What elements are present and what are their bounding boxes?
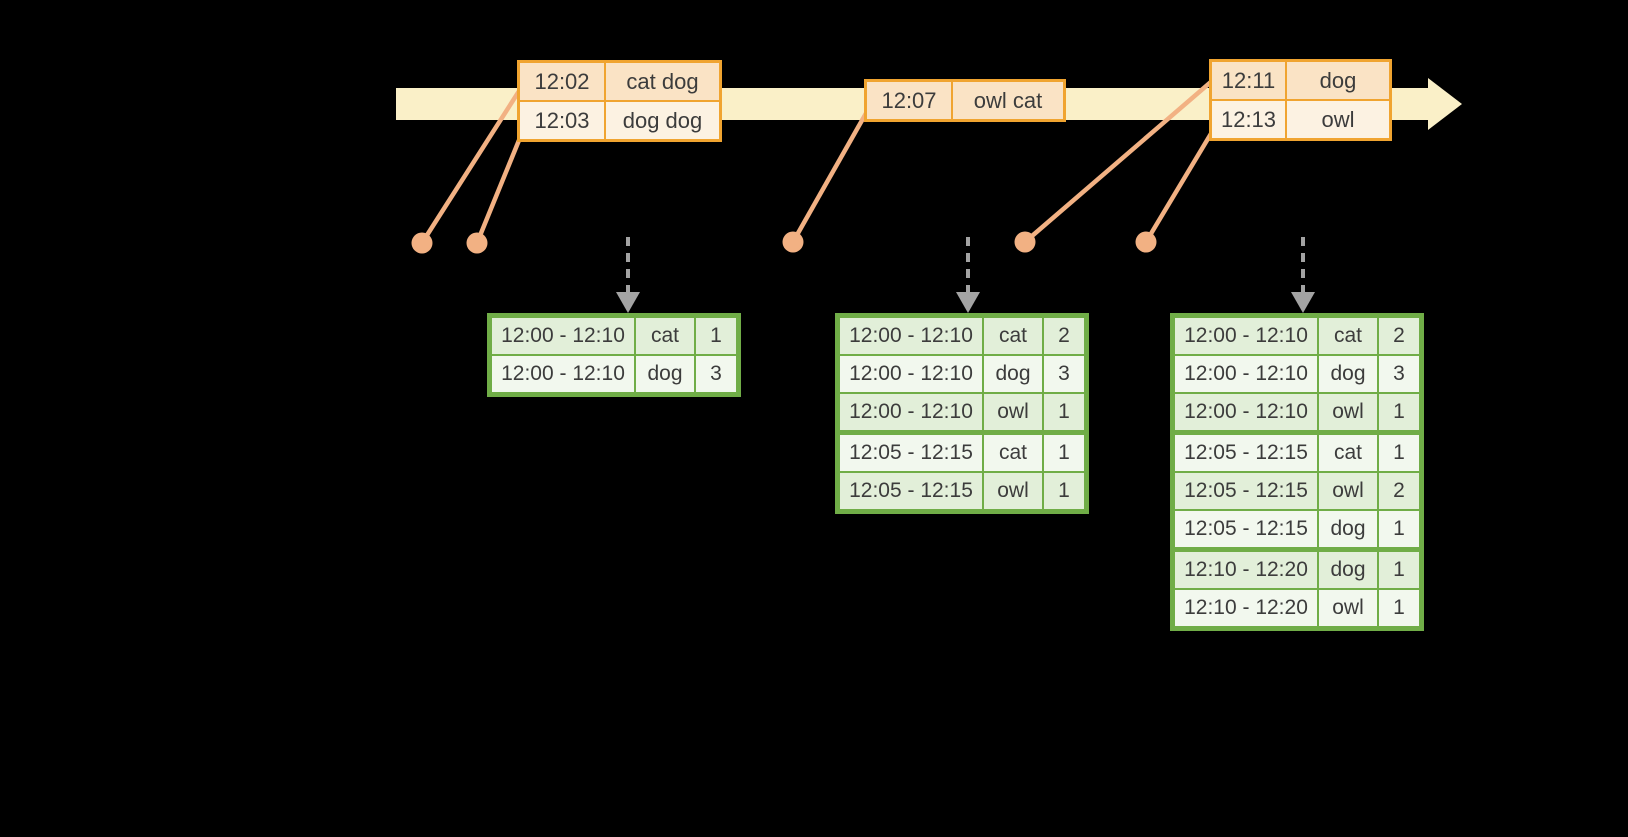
word-cell: dog <box>1319 511 1379 547</box>
count-cell: 1 <box>1379 435 1419 471</box>
count-cell: 1 <box>1379 552 1419 588</box>
event-connector-line <box>420 86 523 245</box>
word-cell: owl <box>984 394 1044 430</box>
event-dot-icon <box>1135 231 1157 253</box>
window-cell: 12:00 - 12:10 <box>1175 394 1319 430</box>
event-time-cell: 12:13 <box>1212 101 1287 138</box>
event-connector-line <box>474 127 527 244</box>
event-words-cell: cat dog <box>606 63 719 100</box>
word-cell: cat <box>636 318 696 354</box>
window-cell: 12:05 - 12:15 <box>840 473 984 509</box>
window-cell: 12:00 - 12:10 <box>492 356 636 392</box>
count-cell: 3 <box>1379 356 1419 392</box>
count-cell: 1 <box>1044 473 1084 509</box>
event-words-cell: dog <box>1287 62 1389 99</box>
word-cell: cat <box>1319 435 1379 471</box>
window-cell: 12:05 - 12:15 <box>1175 435 1319 471</box>
word-cell: owl <box>1319 394 1379 430</box>
event-dot-icon <box>1014 231 1036 253</box>
count-cell: 3 <box>1044 356 1084 392</box>
count-cell: 1 <box>1044 394 1084 430</box>
word-cell: owl <box>1319 473 1379 509</box>
window-cell: 12:10 - 12:20 <box>1175 590 1319 626</box>
event-connector-line <box>1144 125 1217 244</box>
event-connector-line <box>1023 79 1214 244</box>
count-cell: 2 <box>1379 318 1419 354</box>
count-cell: 1 <box>1044 435 1084 471</box>
count-cell: 2 <box>1379 473 1419 509</box>
event-time-cell: 12:11 <box>1212 62 1287 99</box>
event-words-cell: dog dog <box>606 102 719 139</box>
event-time-cell: 12:07 <box>867 82 953 119</box>
event-time-cell: 12:03 <box>520 102 606 139</box>
word-cell: owl <box>984 473 1044 509</box>
event-dot-icon <box>411 232 433 254</box>
count-cell: 1 <box>1379 511 1419 547</box>
window-cell: 12:05 - 12:15 <box>1175 473 1319 509</box>
event-dot-icon <box>782 231 804 253</box>
window-cell: 12:05 - 12:15 <box>1175 511 1319 547</box>
event-words-cell: owl <box>1287 101 1389 138</box>
trigger-arrowhead-icon <box>1291 292 1315 313</box>
timeline-arrowhead-icon <box>1428 78 1462 130</box>
trigger-arrowhead-icon <box>616 292 640 313</box>
event-dot-icon <box>466 232 488 254</box>
window-cell: 12:00 - 12:10 <box>840 356 984 392</box>
count-cell: 2 <box>1044 318 1084 354</box>
event-connector-line <box>791 106 871 244</box>
word-cell: cat <box>984 435 1044 471</box>
window-cell: 12:05 - 12:15 <box>840 435 984 471</box>
window-cell: 12:00 - 12:10 <box>1175 318 1319 354</box>
word-cell: dog <box>984 356 1044 392</box>
count-cell: 1 <box>1379 590 1419 626</box>
window-cell: 12:00 - 12:10 <box>1175 356 1319 392</box>
window-cell: 12:00 - 12:10 <box>840 394 984 430</box>
word-cell: owl <box>1319 590 1379 626</box>
count-cell: 3 <box>696 356 736 392</box>
word-cell: dog <box>1319 356 1379 392</box>
word-cell: cat <box>984 318 1044 354</box>
word-cell: cat <box>1319 318 1379 354</box>
event-time-cell: 12:02 <box>520 63 606 100</box>
window-cell: 12:00 - 12:10 <box>840 318 984 354</box>
count-cell: 1 <box>696 318 736 354</box>
word-cell: dog <box>636 356 696 392</box>
count-cell: 1 <box>1379 394 1419 430</box>
word-cell: dog <box>1319 552 1379 588</box>
trigger-arrowhead-icon <box>956 292 980 313</box>
window-cell: 12:00 - 12:10 <box>492 318 636 354</box>
event-words-cell: owl cat <box>953 82 1063 119</box>
window-cell: 12:10 - 12:20 <box>1175 552 1319 588</box>
